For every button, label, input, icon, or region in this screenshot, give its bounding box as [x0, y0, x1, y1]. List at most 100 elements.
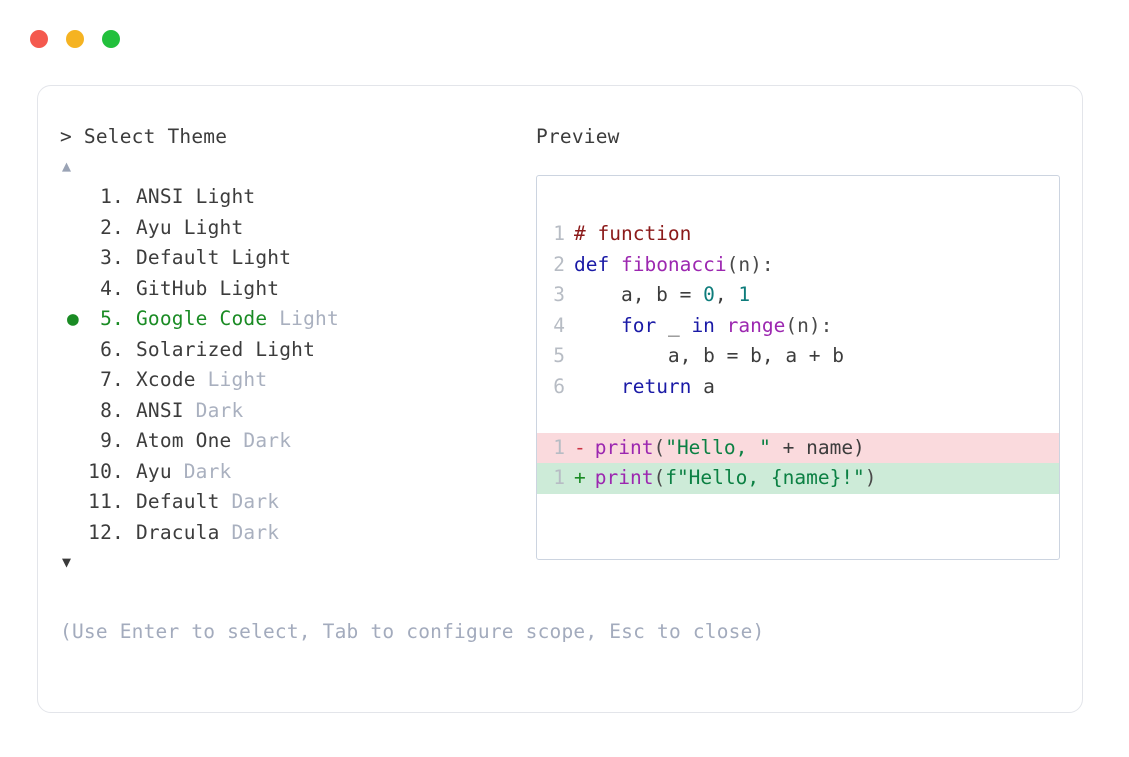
code-token: in — [691, 313, 715, 337]
line-number: 3 — [553, 283, 565, 306]
code-token: "Hello, " — [665, 435, 771, 459]
keyboard-hint: (Use Enter to select, Tab to configure s… — [60, 620, 765, 643]
theme-name: Default — [124, 490, 232, 513]
line-number: 5 — [553, 344, 565, 367]
theme-variant: Light — [219, 276, 280, 300]
code-token: 1 — [738, 283, 751, 306]
line-number: 6 — [553, 374, 565, 398]
theme-list-item[interactable]: 4. GitHub Light — [60, 274, 530, 305]
code-token: a, b = b, a + b — [574, 344, 845, 367]
theme-index: 7. — [88, 368, 124, 391]
theme-variant: Light — [207, 368, 268, 391]
code-token: ) — [864, 466, 877, 489]
code-token: 0 — [703, 283, 715, 306]
theme-list-item[interactable]: 12. Dracula Dark — [60, 518, 530, 549]
code-token: fibonacci — [620, 252, 727, 276]
code-token: range — [726, 313, 786, 337]
theme-list-item[interactable]: 1. ANSI Light — [60, 182, 530, 213]
theme-list-item[interactable]: 11. Default Dark — [60, 487, 530, 518]
theme-index: 2. — [88, 215, 124, 239]
theme-variant: Dark — [231, 490, 280, 513]
selected-bullet-icon: ● — [67, 307, 79, 330]
line-number: 1 — [553, 435, 565, 459]
theme-name: Dracula — [124, 520, 232, 544]
diff-line-add: 1+print(f"Hello, {name}!") — [537, 463, 1059, 494]
theme-index: 12. — [88, 520, 124, 544]
theme-selector-pane: > Select Theme ▲ 1. ANSI Light 2. Ayu Li… — [60, 124, 530, 574]
page-title-text: Select Theme — [83, 125, 228, 148]
theme-picker-card: > Select Theme ▲ 1. ANSI Light 2. Ayu Li… — [37, 85, 1083, 713]
code-token: ( — [653, 466, 666, 489]
theme-variant: Dark — [231, 520, 280, 544]
code-token: (n): — [785, 313, 833, 337]
theme-list-item[interactable]: 6. Solarized Light — [60, 335, 530, 366]
code-line: 1 # function — [537, 219, 1059, 250]
code-token: def — [574, 252, 621, 276]
code-token: for — [620, 313, 657, 337]
theme-index: 11. — [88, 490, 124, 513]
code-token — [574, 314, 621, 337]
code-token: a, b = — [574, 283, 704, 306]
code-token: print — [594, 466, 654, 489]
theme-list-item[interactable]: ● 5. Google Code Light — [60, 304, 530, 335]
code-token: return — [620, 374, 692, 398]
theme-index: 8. — [88, 398, 124, 422]
theme-list-item[interactable]: 10. Ayu Dark — [60, 457, 530, 488]
code-token — [574, 375, 621, 398]
close-button-icon[interactable] — [30, 30, 48, 48]
code-token: ( — [653, 435, 666, 459]
theme-variant: Light — [255, 337, 316, 361]
theme-variant: Light — [195, 185, 256, 208]
theme-list-item[interactable]: 7. Xcode Light — [60, 365, 530, 396]
diff-line-del: 1-print("Hello, " + name) — [537, 432, 1059, 463]
scroll-down-icon[interactable]: ▼ — [62, 553, 72, 571]
theme-index: 9. — [88, 429, 124, 452]
minimize-button-icon[interactable] — [66, 30, 84, 48]
theme-name: GitHub — [124, 276, 220, 300]
theme-name: Ayu — [124, 459, 184, 483]
theme-variant: Dark — [183, 459, 232, 483]
theme-variant: Dark — [195, 398, 244, 422]
theme-variant: Dark — [243, 429, 292, 452]
theme-list-item[interactable]: 9. Atom One Dark — [60, 426, 530, 457]
code-token: # function — [574, 222, 692, 245]
diff-marker: - — [574, 435, 586, 459]
theme-variant: Light — [231, 246, 292, 269]
theme-name: ANSI — [124, 398, 196, 422]
code-token: print — [594, 435, 654, 459]
code-token: , — [714, 283, 739, 306]
line-number: 4 — [553, 313, 565, 337]
code-token: (n): — [726, 252, 774, 276]
page-title: > Select Theme — [60, 124, 530, 150]
theme-index: 3. — [88, 246, 124, 269]
window-titlebar — [30, 30, 120, 48]
code-line: 6 return a — [537, 372, 1059, 403]
theme-list[interactable]: 1. ANSI Light 2. Ayu Light 3. Default Li… — [60, 182, 530, 548]
code-token: + name) — [770, 435, 865, 459]
theme-variant: Light — [183, 215, 244, 239]
theme-name: Solarized — [124, 337, 256, 361]
theme-name: Atom One — [124, 429, 244, 452]
code-token: _ — [656, 313, 692, 337]
code-line: 5 a, b = b, a + b — [537, 341, 1059, 372]
diff-marker: + — [574, 466, 586, 489]
prompt-caret-icon: > — [60, 125, 72, 148]
maximize-button-icon[interactable] — [102, 30, 120, 48]
theme-variant: Light — [279, 307, 339, 330]
line-number: 1 — [553, 222, 565, 245]
scroll-up-icon[interactable]: ▲ — [62, 157, 72, 175]
theme-name: Xcode — [124, 368, 208, 391]
theme-list-item[interactable]: 8. ANSI Dark — [60, 396, 530, 427]
theme-list-item[interactable]: 3. Default Light — [60, 243, 530, 274]
code-spacer — [537, 402, 1059, 433]
theme-list-item[interactable]: 2. Ayu Light — [60, 213, 530, 244]
code-token: f"Hello, {name}!" — [665, 466, 865, 489]
theme-index: 6. — [88, 337, 124, 361]
theme-name: ANSI — [124, 185, 196, 208]
theme-name: Google Code — [124, 307, 280, 330]
code-token — [715, 314, 727, 337]
